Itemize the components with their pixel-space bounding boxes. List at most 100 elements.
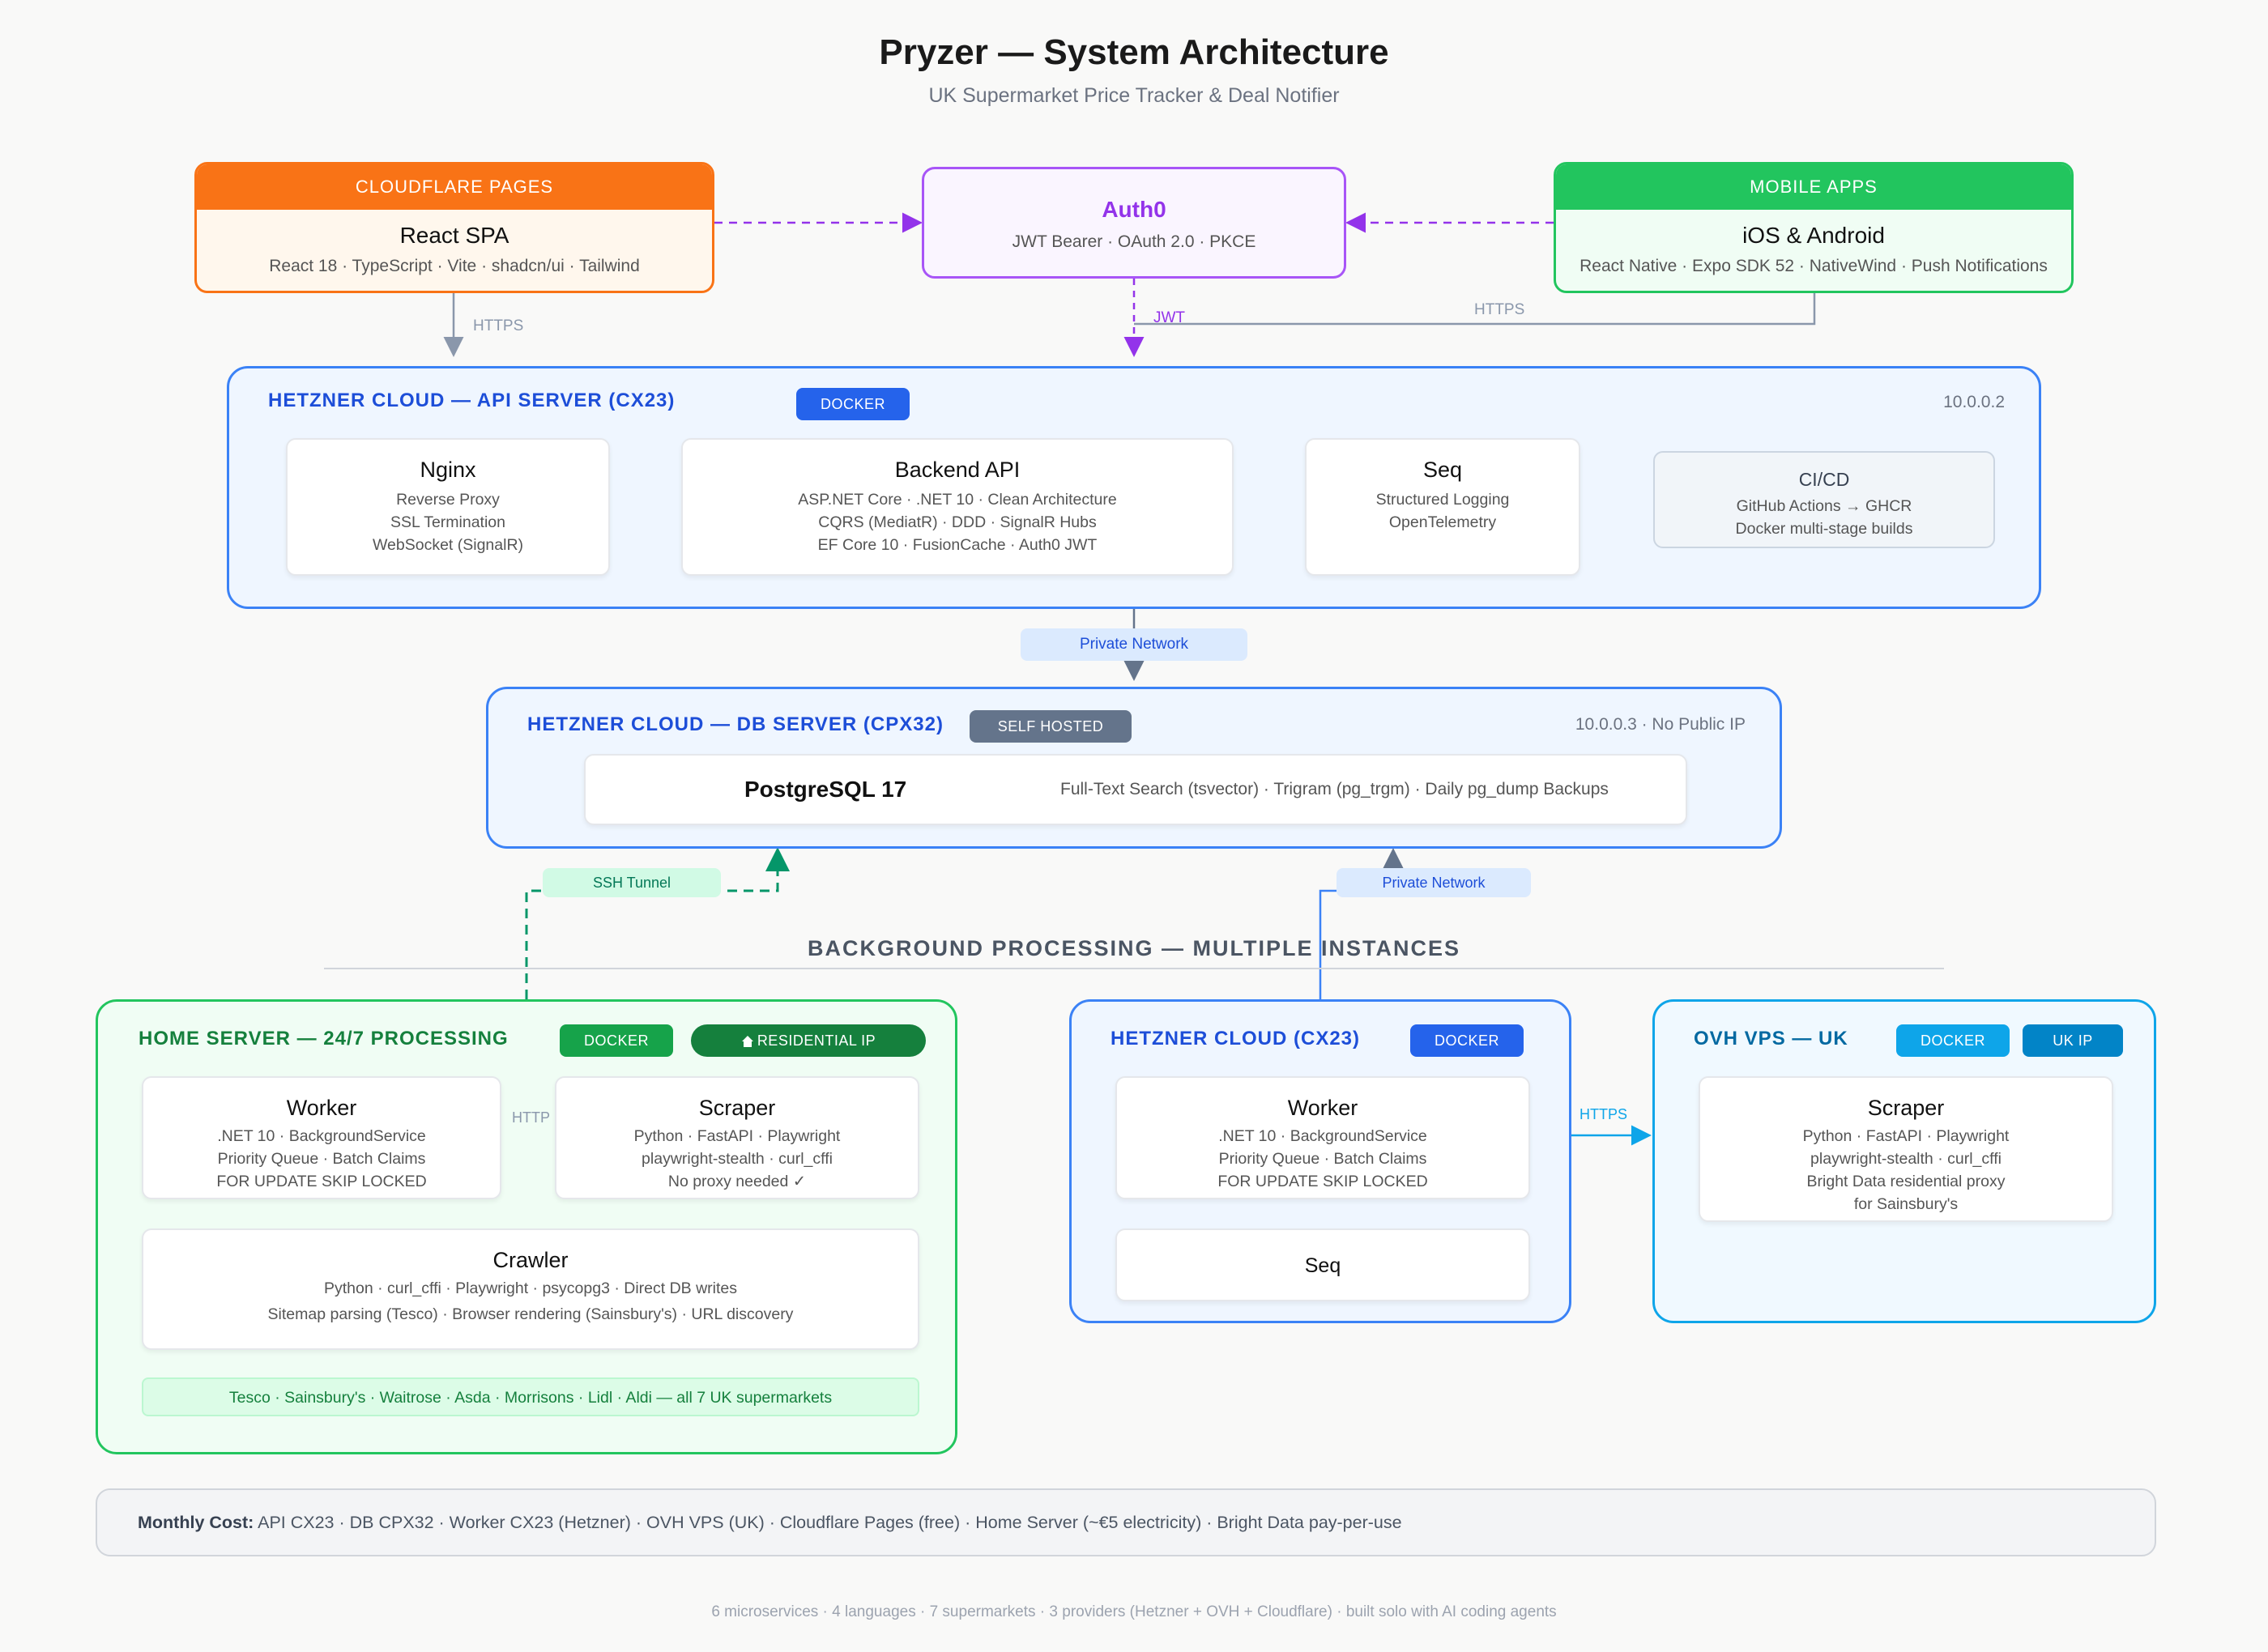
footer-summary: 6 microservices · 4 languages · 7 superm… (711, 1603, 1557, 1620)
ovh-scraper-title: Scraper (1867, 1096, 1945, 1120)
home-worker-line: Priority Queue · Batch Claims (217, 1150, 426, 1168)
seq-line: OpenTelemetry (1388, 513, 1497, 531)
jwt-label: JWT (1153, 309, 1186, 326)
seq-line: Structured Logging (1375, 491, 1510, 509)
api-server-zone: HETZNER CLOUD — API SERVER (CX23) DOCKER… (227, 366, 2041, 609)
home-scraper-box: Scraper Python · FastAPI · Playwright pl… (555, 1076, 919, 1199)
cloud-worker-title: Worker (1287, 1096, 1358, 1120)
self-hosted-badge: SELF HOSTED (970, 710, 1132, 743)
edge-home-db-2 (727, 847, 790, 892)
cicd-line: Docker multi-stage builds (1735, 520, 1913, 538)
cloud-worker-line: Priority Queue · Batch Claims (1218, 1150, 1427, 1168)
cicd-line: GitHub Actions → GHCR (1736, 497, 1912, 515)
cloud-worker-box: Worker .NET 10 · BackgroundService Prior… (1115, 1076, 1530, 1199)
ovh-scraper-line: Python · FastAPI · Playwright (1802, 1127, 2010, 1145)
ovh-scraper-line: playwright-stealth · curl_cffi (1810, 1150, 2002, 1168)
cicd-box: CI/CD GitHub Actions → GHCR Docker multi… (1653, 451, 1995, 548)
crawler-title: Crawler (492, 1248, 569, 1272)
home-worker-box: Worker .NET 10 · BackgroundService Prior… (142, 1076, 501, 1199)
mobile-apps-card: MOBILE APPS iOS & Android React Native ·… (1554, 162, 2074, 293)
cloud-seq-title: Seq (1304, 1254, 1341, 1277)
nginx-line: SSL Termination (390, 513, 505, 531)
private-network-label: Private Network (1021, 628, 1247, 661)
home-docker-badge: DOCKER (560, 1024, 673, 1057)
ovh-scraper-line: for Sainsbury's (1853, 1195, 1959, 1213)
cloud-worker-label: HETZNER CLOUD (CX23) (1111, 1028, 1361, 1050)
home-scraper-line: Python · FastAPI · Playwright (633, 1127, 841, 1145)
home-worker-line: .NET 10 · BackgroundService (217, 1127, 426, 1145)
home-scraper-title: Scraper (698, 1096, 776, 1120)
page-title: Pryzer — System Architecture (879, 32, 1389, 72)
uk-ip-badge: UK IP (2023, 1024, 2123, 1057)
db-server-ip: 10.0.0.3 · No Public IP (1575, 715, 1746, 734)
db-server-label: HETZNER CLOUD — DB SERVER (CPX32) (527, 713, 944, 735)
api-server-label: HETZNER CLOUD — API SERVER (CX23) (268, 390, 676, 411)
mobile-title: iOS & Android (1742, 223, 1885, 248)
nginx-line: WebSocket (SignalR) (372, 536, 524, 554)
nginx-title: Nginx (420, 458, 476, 482)
monthly-cost-text: Monthly Cost: API CX23 · DB CPX32 · Work… (138, 1513, 1402, 1533)
home-http-label: HTTP (512, 1109, 550, 1126)
cloudflare-pages-card: CLOUDFLARE PAGES React SPA React 18 · Ty… (194, 162, 714, 293)
monthly-cost-label: Monthly Cost: (138, 1513, 254, 1532)
ovh-scraper-box: Scraper Python · FastAPI · Playwright pl… (1699, 1076, 2113, 1222)
mobile-https-label: HTTPS (1474, 301, 1525, 318)
ovh-vps-zone: OVH VPS — UK DOCKER UK IP Scraper Python… (1652, 999, 2156, 1323)
backend-line: CQRS (MediatR) · DDD · SignalR Hubs (818, 513, 1097, 531)
cloud-https-label: HTTPS (1580, 1106, 1628, 1122)
edge-cloudworker-db (1319, 889, 1336, 999)
backend-line: ASP.NET Core · .NET 10 · Clean Architect… (798, 491, 1117, 509)
edge-home-db (525, 889, 543, 999)
cloud-worker-line: .NET 10 · BackgroundService (1218, 1127, 1427, 1145)
crawler-line: Python · curl_cffi · Playwright · psycop… (323, 1279, 738, 1297)
supermarkets-banner: Tesco · Sainsbury's · Waitrose · Asda · … (142, 1377, 919, 1416)
cloud-worker-zone: HETZNER CLOUD (CX23) DOCKER Worker .NET … (1069, 999, 1571, 1323)
residential-ip-badge: RESIDENTIAL IP (691, 1024, 926, 1057)
crawler-box: Crawler Python · curl_cffi · Playwright … (142, 1228, 919, 1350)
home-server-zone: HOME SERVER — 24/7 PROCESSING DOCKER RES… (96, 999, 957, 1454)
monthly-cost-bar: Monthly Cost: API CX23 · DB CPX32 · Work… (96, 1488, 2156, 1556)
cloud-docker-badge: DOCKER (1410, 1024, 1524, 1057)
crawler-line: Sitemap parsing (Tesco) · Browser render… (267, 1305, 794, 1323)
home-worker-title: Worker (286, 1096, 357, 1120)
spa-https-label: HTTPS (473, 317, 524, 334)
backend-api-box: Backend API ASP.NET Core · .NET 10 · Cle… (681, 438, 1234, 576)
page-subtitle: UK Supermarket Price Tracker & Deal Noti… (928, 84, 1340, 107)
nginx-line: Reverse Proxy (396, 491, 500, 509)
cloud-seq-box: Seq (1115, 1228, 1530, 1301)
residential-ip-label: RESIDENTIAL IP (757, 1032, 876, 1049)
home-scraper-line: playwright-stealth · curl_cffi (642, 1150, 833, 1168)
api-docker-badge: DOCKER (796, 388, 910, 420)
home-worker-line: FOR UPDATE SKIP LOCKED (216, 1173, 427, 1190)
react-spa-title: React SPA (399, 223, 509, 248)
backend-title: Backend API (894, 458, 1021, 482)
postgres-features: Full-Text Search (tsvector) · Trigram (p… (1060, 780, 1609, 798)
edge-mobile-api (1134, 293, 1816, 326)
auth0-title: Auth0 (1102, 197, 1166, 222)
background-processing-heading: BACKGROUND PROCESSING — MULTIPLE INSTANC… (807, 936, 1461, 960)
react-spa-stack: React 18 · TypeScript · Vite · shadcn/ui… (269, 257, 640, 275)
seq-box: Seq Structured Logging OpenTelemetry (1305, 438, 1580, 576)
api-server-ip: 10.0.0.2 (1943, 393, 2005, 411)
ovh-scraper-line: Bright Data residential proxy (1806, 1173, 2006, 1190)
db-server-zone: HETZNER CLOUD — DB SERVER (CPX32) SELF H… (486, 687, 1782, 849)
ovh-docker-badge: DOCKER (1896, 1024, 2010, 1057)
auth0-stack: JWT Bearer · OAuth 2.0 · PKCE (1012, 232, 1256, 251)
cloudflare-header: CLOUDFLARE PAGES (197, 164, 712, 210)
auth0-card: Auth0 JWT Bearer · OAuth 2.0 · PKCE (922, 167, 1346, 279)
seq-title: Seq (1422, 458, 1463, 482)
cloud-worker-line: FOR UPDATE SKIP LOCKED (1217, 1173, 1428, 1190)
worker-private-network-label: Private Network (1336, 868, 1531, 897)
ssh-tunnel-label: SSH Tunnel (543, 868, 721, 897)
home-server-label: HOME SERVER — 24/7 PROCESSING (139, 1028, 509, 1050)
backend-line: EF Core 10 · FusionCache · Auth0 JWT (817, 536, 1098, 554)
nginx-box: Nginx Reverse Proxy SSL Termination WebS… (286, 438, 610, 576)
mobile-header: MOBILE APPS (1556, 164, 2071, 210)
ovh-label: OVH VPS — UK (1694, 1028, 1848, 1050)
postgres-box: PostgreSQL 17 Full-Text Search (tsvector… (584, 754, 1687, 825)
postgres-title: PostgreSQL 17 (744, 777, 907, 802)
mobile-stack: React Native · Expo SDK 52 · NativeWind … (1580, 257, 2048, 275)
home-scraper-line: No proxy needed ✓ (667, 1173, 807, 1190)
monthly-cost-items: API CX23 · DB CPX32 · Worker CX23 (Hetzn… (254, 1513, 1402, 1532)
house-icon (741, 1027, 754, 1047)
